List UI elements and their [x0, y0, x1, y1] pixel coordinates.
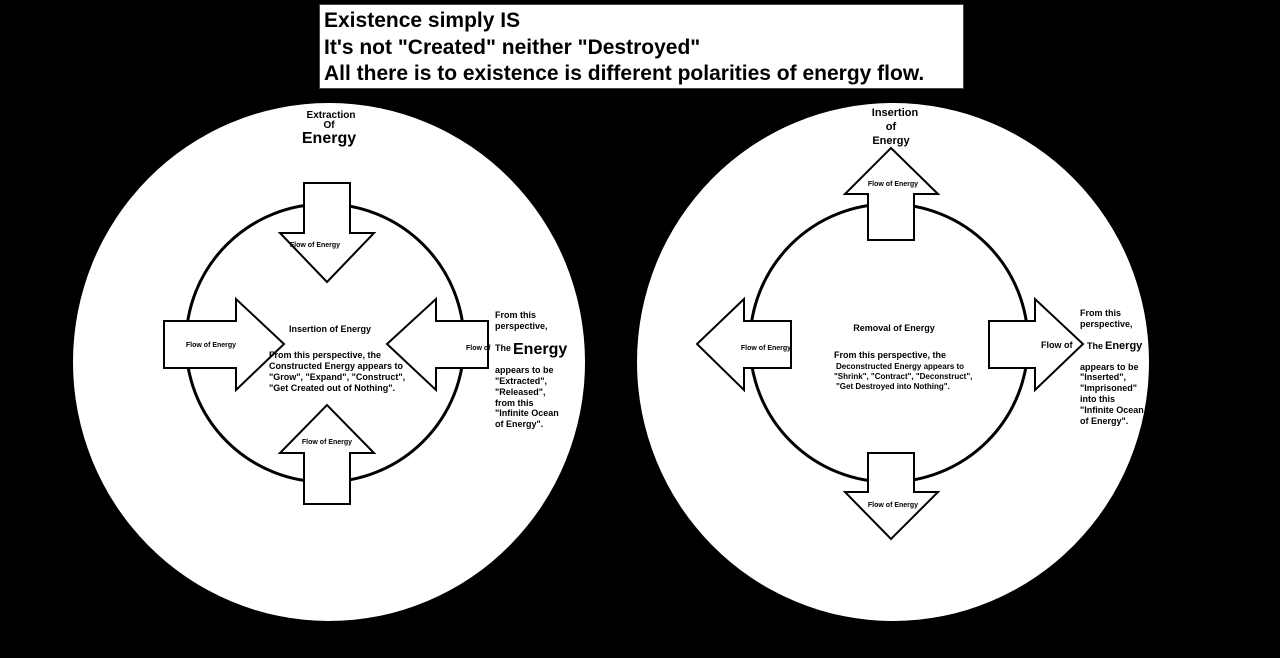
right-side-3b: Energy [1105, 340, 1143, 352]
right-side-4: appears to be [1080, 362, 1139, 372]
right-side-1: From this [1080, 308, 1121, 318]
right-side-7: into this [1080, 394, 1115, 404]
right-diagram: Insertion of Energy Flow of Energy Flow … [637, 103, 1149, 621]
right-side-8: "Infinite Ocean [1080, 405, 1144, 415]
right-center-text-4: "Get Destroyed into Nothing". [836, 382, 950, 391]
left-center-title: Insertion of Energy [289, 324, 371, 334]
left-arrow-right-label: Flow of [466, 345, 491, 352]
left-arrow-left [163, 296, 286, 393]
right-arrow-top [842, 146, 941, 241]
right-outer-circle [637, 103, 1149, 621]
left-side-3b: Energy [513, 341, 567, 358]
left-arrow-top [277, 182, 377, 284]
left-title-2: Of [323, 120, 335, 131]
right-arrow-right-label: Flow of [1041, 340, 1073, 350]
right-side-6: "Imprisoned" [1080, 383, 1137, 393]
right-arrow-bottom-label: Flow of Energy [868, 502, 918, 509]
right-title-1: Insertion [872, 107, 919, 119]
left-diagram: Extraction Of Energy Flow of Energy Flow… [73, 103, 585, 621]
left-arrow-bottom-label: Flow of Energy [302, 439, 352, 446]
left-arrow-top-label: Flow of Energy [290, 242, 340, 249]
right-arrow-bottom [842, 452, 941, 541]
header-line-1: Existence simply IS [324, 9, 521, 32]
left-title-3: Energy [302, 130, 356, 147]
left-outer-circle [73, 103, 585, 621]
right-side-9: of Energy". [1080, 416, 1128, 426]
left-side-5: "Extracted", [495, 376, 547, 386]
right-arrow-left-label: Flow of Energy [741, 345, 791, 352]
right-side-3a: The [1087, 341, 1103, 351]
right-side-2: perspective, [1080, 319, 1133, 329]
left-side-8: "Infinite Ocean [495, 408, 559, 418]
left-center-text-2: Constructed Energy appears to [269, 361, 404, 371]
left-side-3a: The [495, 343, 511, 353]
right-center-text-1: From this perspective, the [834, 350, 946, 360]
right-center-text-2: Deconstructed Energy appears to [836, 362, 964, 371]
left-side-2: perspective, [495, 321, 548, 331]
left-side-4: appears to be [495, 365, 554, 375]
right-arrow-top-label: Flow of Energy [868, 181, 918, 188]
left-center-text-4: "Get Created out of Nothing". [269, 383, 395, 393]
left-arrow-bottom [277, 403, 377, 505]
right-center-text-3: "Shrink", "Contract", "Deconstruct", [834, 372, 972, 381]
header-line-3: All there is to existence is different p… [324, 62, 925, 85]
right-title-2: of [886, 121, 897, 133]
left-side-7: from this [495, 398, 534, 408]
header-box: Existence simply IS It's not "Created" n… [319, 4, 964, 89]
left-side-9: of Energy". [495, 419, 543, 429]
right-center-title: Removal of Energy [853, 323, 935, 333]
left-side-1: From this [495, 310, 536, 320]
left-center-text-1: From this perspective, the [269, 350, 381, 360]
right-arrow-left [695, 296, 792, 393]
left-center-text-3: "Grow", "Expand", "Construct", [269, 372, 405, 382]
left-side-6: "Released", [495, 387, 546, 397]
header-line-2: It's not "Created" neither "Destroyed" [324, 36, 701, 59]
left-arrow-left-label: Flow of Energy [186, 342, 236, 349]
left-title-1: Extraction [307, 110, 356, 121]
right-title-3: Energy [872, 135, 910, 147]
left-arrow-right [385, 296, 489, 393]
right-side-5: "Inserted", [1080, 372, 1126, 382]
right-arrow-right [988, 296, 1085, 393]
